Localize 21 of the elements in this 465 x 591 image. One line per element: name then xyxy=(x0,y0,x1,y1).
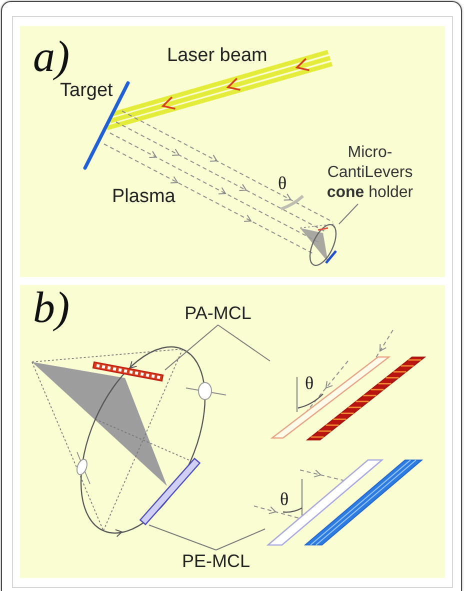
leader-line xyxy=(338,204,358,224)
leader-line xyxy=(218,324,270,362)
callout-label: PA-MCL xyxy=(181,303,255,324)
angle-label: θ xyxy=(280,489,289,510)
panel-label: b) xyxy=(33,286,70,330)
target-label: Target xyxy=(60,80,113,102)
angle-label: θ xyxy=(305,373,314,394)
diagram-panel xyxy=(20,285,445,578)
leader-line xyxy=(148,524,216,550)
plasma-label: Plasma xyxy=(112,186,176,208)
callout-label: PE-MCL xyxy=(179,551,253,572)
leader-line xyxy=(216,528,266,550)
callout-label: Micro- CantiLevers cone holder xyxy=(322,143,418,203)
panel-label: a) xyxy=(33,35,70,79)
beam-label: Laser beam xyxy=(167,45,268,67)
cone-holder-drawing xyxy=(300,224,337,266)
microcantilever-array-drawing xyxy=(270,356,426,440)
diagram-panel xyxy=(20,26,445,277)
angle-label: θ xyxy=(278,173,287,194)
microcantilever-array-drawing xyxy=(266,459,424,546)
leader-line xyxy=(164,324,218,370)
